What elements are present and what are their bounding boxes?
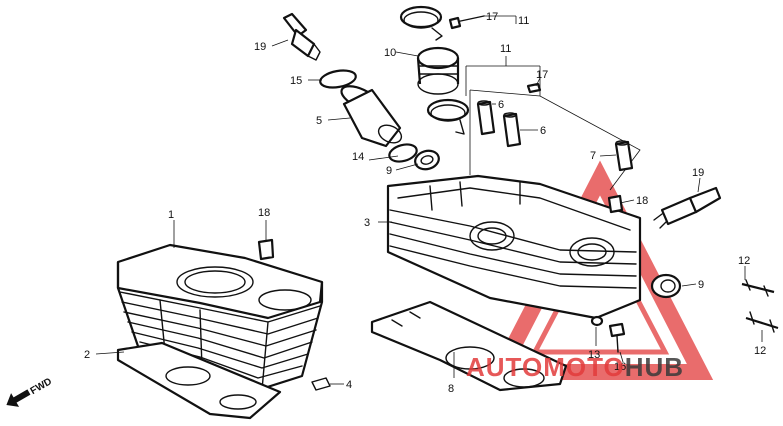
callout-6b: 6 [540, 125, 546, 137]
callout-1: 1 [168, 209, 174, 221]
callout-5: 5 [316, 115, 322, 127]
callout-9b: 9 [698, 279, 704, 291]
callout-19b: 19 [692, 167, 704, 179]
callout-4: 4 [346, 379, 352, 391]
o-ring-14 [388, 143, 418, 163]
callout-15: 15 [290, 75, 302, 87]
watermark-part-auto: AUTO [466, 352, 543, 382]
plug-18-left [257, 238, 275, 261]
bracket-11-outline [469, 89, 641, 191]
o-ring-15 [319, 69, 357, 89]
stud-12-upper [741, 279, 775, 297]
pin-7 [614, 140, 634, 172]
callout-19a: 19 [254, 41, 266, 53]
callout-6a: 6 [498, 99, 504, 111]
leader-lines [95, 15, 763, 385]
bolt-17-lower [526, 82, 542, 94]
seal-9-right [650, 273, 682, 299]
plug-18-right [607, 194, 624, 214]
svg-text:AUTOMOTOHUB: AUTOMOTOHUB [466, 352, 684, 382]
clamp-upper [399, 5, 443, 41]
callout-10: 10 [384, 47, 396, 59]
callout-8: 8 [448, 383, 454, 395]
callout-2: 2 [84, 349, 90, 361]
callout-11a: 11 [518, 15, 529, 27]
washer-13 [590, 315, 604, 327]
callout-9a: 9 [386, 165, 392, 177]
seal-9-left [414, 149, 440, 171]
callout-18b: 18 [636, 195, 648, 207]
dowel-6-b [502, 112, 522, 148]
fwd-label: FWD [29, 376, 54, 397]
callout-3: 3 [364, 217, 370, 229]
insulator-tube-10 [416, 46, 460, 95]
watermark-part-hub: HUB [625, 352, 684, 382]
base-gasket [116, 341, 282, 420]
fwd-arrow-icon [6, 389, 31, 407]
stud-12-lower [745, 311, 779, 333]
callout-12b: 12 [754, 345, 766, 357]
callout-12a: 12 [738, 255, 750, 267]
callout-7: 7 [590, 150, 596, 162]
callout-13: 13 [588, 349, 600, 361]
watermark-logo: AUTOMOTOHUB [466, 352, 684, 382]
cylinder-head [386, 174, 642, 320]
callout-17b: 17 [536, 69, 548, 81]
callout-11b: 11 [500, 43, 511, 55]
dowel-pin-4 [311, 377, 331, 391]
callout-16: 16 [614, 361, 626, 373]
bolt-17-upper [448, 15, 485, 30]
spark-plug-19-left [282, 12, 321, 61]
callout-labels: 1 2 3 4 5 6 6 7 8 9 9 10 11 11 12 12 13 … [84, 11, 766, 395]
callout-17a: 17 [486, 11, 498, 23]
intake-manifold [340, 85, 403, 148]
clamp-lower [426, 98, 470, 135]
dowel-6-a [476, 100, 496, 136]
fwd-direction-indicator: FWD [6, 376, 54, 407]
watermark-part-moto: MOTO [543, 352, 625, 382]
bolt-16 [608, 322, 626, 353]
callout-18a: 18 [258, 207, 270, 219]
cylinder-block [116, 243, 324, 392]
callout-14: 14 [352, 151, 364, 163]
head-gasket-8 [370, 300, 568, 392]
spark-plug-19-right [653, 186, 722, 229]
